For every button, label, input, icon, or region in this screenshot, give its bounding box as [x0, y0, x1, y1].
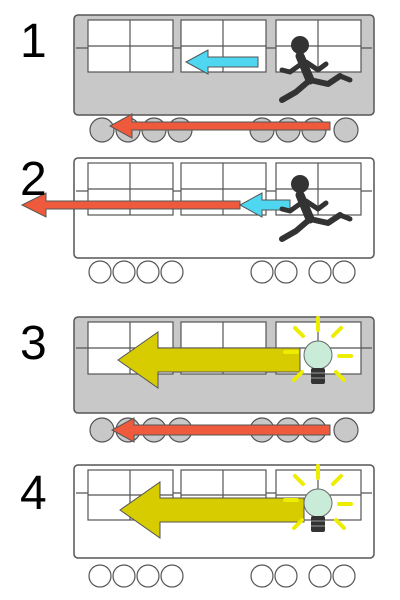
wheels: [88, 564, 356, 588]
yellow-arrow: [119, 481, 305, 539]
step-number: 2: [20, 153, 47, 206]
train-car-diagram: [20, 157, 375, 284]
step-number: 1: [20, 15, 47, 68]
step-number: 4: [20, 467, 47, 520]
runner-icon: [279, 36, 353, 103]
blue-arrow: [184, 49, 259, 75]
light-bulb-icon: [283, 316, 353, 384]
runner-icon: [279, 175, 353, 242]
red-arrow: [108, 113, 331, 139]
yellow-arrow: [117, 331, 301, 389]
wheels: [88, 260, 356, 284]
panel-step-3: 3: [0, 300, 400, 450]
panel-step-4: 4: [0, 450, 400, 600]
train-car-diagram: [73, 464, 375, 588]
panel-step-2: 2: [0, 150, 400, 300]
train-car-diagram: [73, 316, 375, 443]
red-arrow: [20, 192, 241, 218]
panel-step-1: 1: [0, 0, 400, 150]
light-bulb-icon: [283, 464, 353, 532]
step-number: 3: [20, 317, 47, 370]
red-arrow: [110, 417, 331, 443]
train-car-diagram: [73, 14, 375, 143]
